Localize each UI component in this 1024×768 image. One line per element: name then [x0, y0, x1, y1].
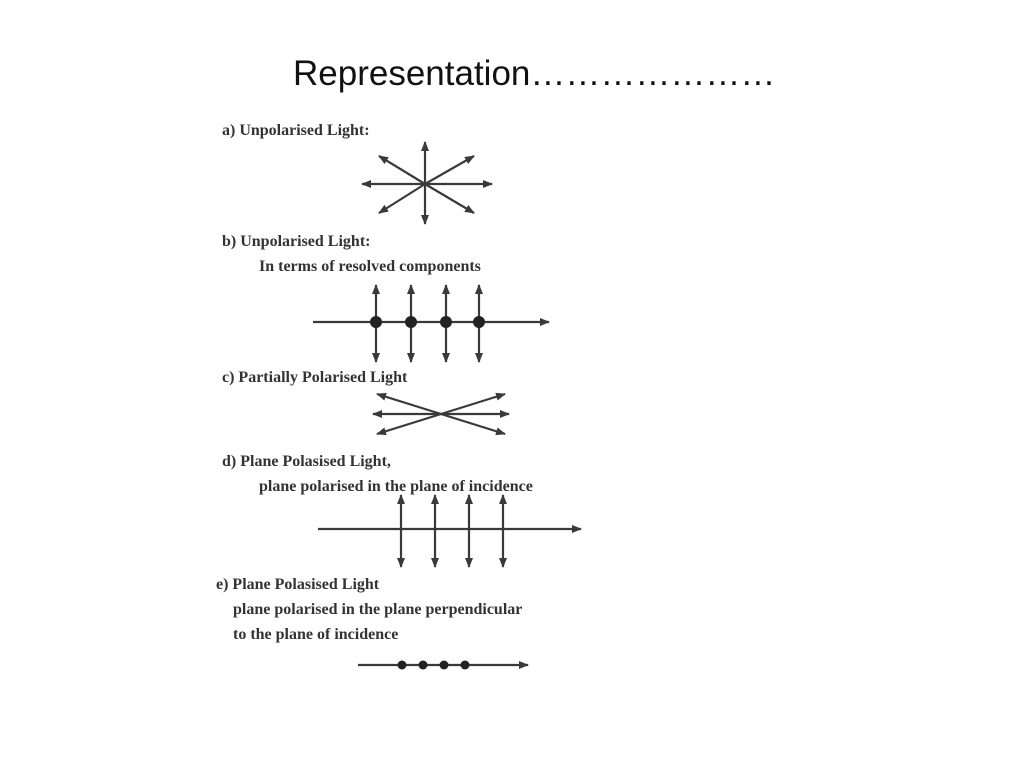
resolved-components-symbol [313, 284, 550, 363]
partially-polarised-symbol [372, 392, 510, 436]
label-e-plane-polarised: e) Plane Polasised Light [216, 576, 380, 593]
label-e-plane-of-incidence: to the plane of incidence [233, 626, 398, 643]
label-d-plane-of-incidence: plane polarised in the plane of incidenc… [259, 478, 533, 495]
label-e-perpendicular: plane polarised in the plane perpendicul… [233, 601, 522, 618]
label-b-unpolarised: b) Unpolarised Light: [222, 233, 370, 250]
perpendicular-plane-symbol [358, 660, 529, 670]
unpolarised-star-symbol [361, 141, 493, 225]
slide-title: Representation………………… [293, 54, 776, 93]
label-d-plane-polarised: d) Plane Polasised Light, [222, 453, 391, 470]
label-c-partially-polarised: c) Partially Polarised Light [222, 369, 408, 386]
label-b-resolved: In terms of resolved components [259, 258, 481, 275]
plane-of-incidence-symbol [318, 494, 582, 568]
label-a-unpolarised: a) Unpolarised Light: [222, 122, 370, 139]
